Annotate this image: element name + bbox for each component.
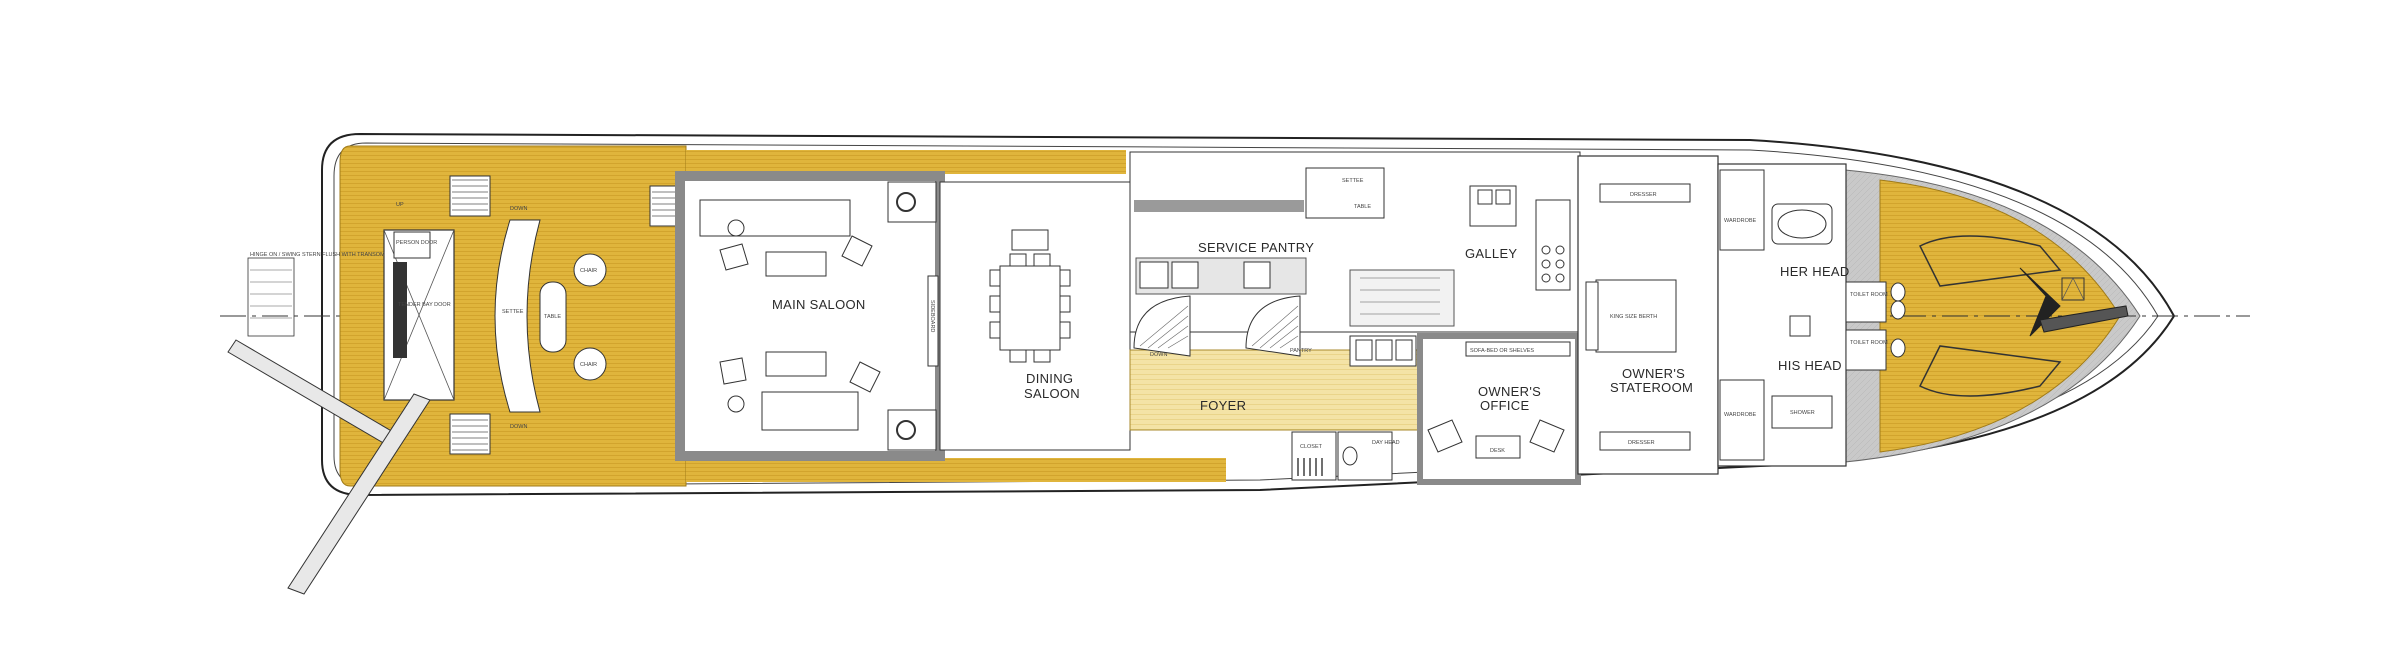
dresser-bottom [1599,431,1691,451]
spiral-stair-left [1133,295,1191,357]
aft-stairs-bottom [449,413,491,455]
chair-1-label: CHAIR [580,268,597,274]
closet-label: CLOSET [1300,444,1323,450]
gangway-2 [287,393,431,595]
stateroom-label-1: OWNER'S [1622,366,1685,381]
owners-office-area: SOFA-BED OR SHELVES DESK OWNER'S OFFICE [1417,333,1581,485]
galley-range [1535,199,1571,291]
office-label-2: OFFICE [1480,398,1529,413]
owners-stateroom-area: DRESSER KING SIZE BERTH OWNER'S STATEROO… [1577,155,1719,475]
toilet-room-1 [1845,281,1887,323]
down-label-2: DOWN [510,424,527,430]
dining-label-1: DINING [1026,371,1073,386]
day-head-label: DAY HEAD [1372,440,1400,446]
stateroom-label-2: STATEROOM [1610,380,1693,395]
stern-details: HINGE ON / SWING STERN FLUSH WITH TRANSO… [227,252,431,595]
pantry-small-label: PANTRY [1290,348,1312,354]
desk-label: DESK [1490,448,1505,454]
up-label: UP [396,202,404,208]
aft-settee-label: SETTEE [502,309,524,315]
galley-label: GALLEY [1465,246,1517,261]
wardrobe-2-label: WARDROBE [1724,412,1757,418]
galley-settee-label: SETTEE [1342,178,1364,184]
stern-note: HINGE ON / SWING STERN FLUSH WITH TRANSO… [250,252,385,258]
toilet-room-2-label: TOILET ROOM [1850,340,1888,346]
foyer-label: FOYER [1200,398,1246,413]
bow-crane [2019,267,2061,337]
king-berth-label: KING SIZE BERTH [1610,314,1657,320]
dining-saloon-area: DINING SALOON [939,181,1131,451]
dresser-top [1599,183,1691,203]
service-pantry-label: SERVICE PANTRY [1198,240,1314,255]
person-door-label: PERSON DOOR [396,240,437,246]
aft-table-label: TABLE [544,314,561,320]
toilet-room-1-label: TOILET ROOM [1850,292,1888,298]
shower [1771,395,1833,429]
sofa-top [699,199,851,237]
fireplace-top [887,181,937,223]
king-berth [1595,279,1677,353]
her-head-label: HER HEAD [1780,264,1850,279]
galley-table-label: TABLE [1354,204,1371,210]
bow-tender-bottom [1918,345,2062,397]
aft-stairs-top [449,175,491,217]
dresser-bottom-label: DRESSER [1628,440,1655,446]
aft-settee [494,219,541,413]
sideboard [927,275,939,367]
main-saloon-label: MAIN SALOON [772,297,866,312]
bow-anchor-arm [2039,305,2129,333]
his-head-label: HIS HEAD [1778,358,1842,373]
office-label-1: OWNER'S [1478,384,1541,399]
dresser-top-label: DRESSER [1630,192,1657,198]
office-desk [1475,435,1521,459]
dining-label-2: SALOON [1024,386,1080,401]
shower-label: SHOWER [1790,410,1815,416]
tender-bay-door-label: TENDER BAY DOOR [398,302,451,308]
wardrobe-bottom [1719,379,1765,461]
wardrobe-top [1719,169,1765,251]
pantry-galley-area: SERVICE PANTRY SETTEE TABLE GALLEY [1129,151,1581,333]
chair-2 [573,347,607,381]
starboard-deck [686,150,1126,174]
aft-table [539,281,567,353]
bow-tender-top [1918,235,2062,287]
closet [1291,431,1337,481]
heads-area: WARDROBE WARDROBE HER HEAD HIS HEAD SHOW… [1717,163,1906,467]
sofa-bed-label: SOFA-BED OR SHELVES [1470,348,1534,354]
foyer-area: DOWN PANTRY FOYER CLOSET DAY HEAD [1129,295,1421,481]
down-label-1: DOWN [510,206,527,212]
sideboard-label: SIDEBOARD [929,300,935,332]
main-saloon-area: MAIN SALOON SIDEBOARD [675,171,945,461]
spiral-stair-right [1245,295,1301,357]
toilet-room-2 [1845,329,1887,371]
chair-2-label: CHAIR [580,362,597,368]
wardrobe-1-label: WARDROBE [1724,218,1757,224]
galley-settee [1305,167,1385,219]
chair-1 [573,253,607,287]
dining-table [999,265,1061,351]
sofa-bottom [761,391,859,431]
port-deck [686,458,1226,482]
bow-equipment [1918,235,2129,397]
down-label-3: DOWN [1150,352,1167,358]
fireplace-bottom [887,409,937,451]
